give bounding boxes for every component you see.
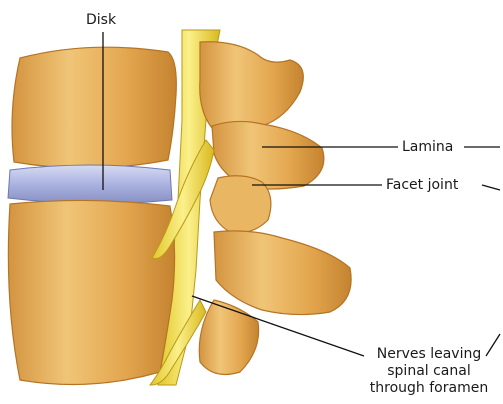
facet-joint-shape [210,176,271,233]
lower-posterior-elements [214,231,351,315]
nerves-label-line2: spinal canal [366,363,492,380]
upper-vertebral-body [12,47,176,168]
lamina-label: Lamina [402,139,453,156]
nerves-label: Nerves leaving spinal canal through fora… [366,346,492,397]
disk-shape [8,165,172,204]
lower-vertebral-body [8,200,174,384]
facet-joint-label: Facet joint [386,177,458,194]
facet-joint-leader-tail [482,185,500,190]
nerves-label-line1: Nerves leaving [366,346,492,363]
lower-posterior-tail [199,300,258,374]
nerves-label-line3: through foramen [366,380,492,397]
disk-label: Disk [86,12,116,29]
